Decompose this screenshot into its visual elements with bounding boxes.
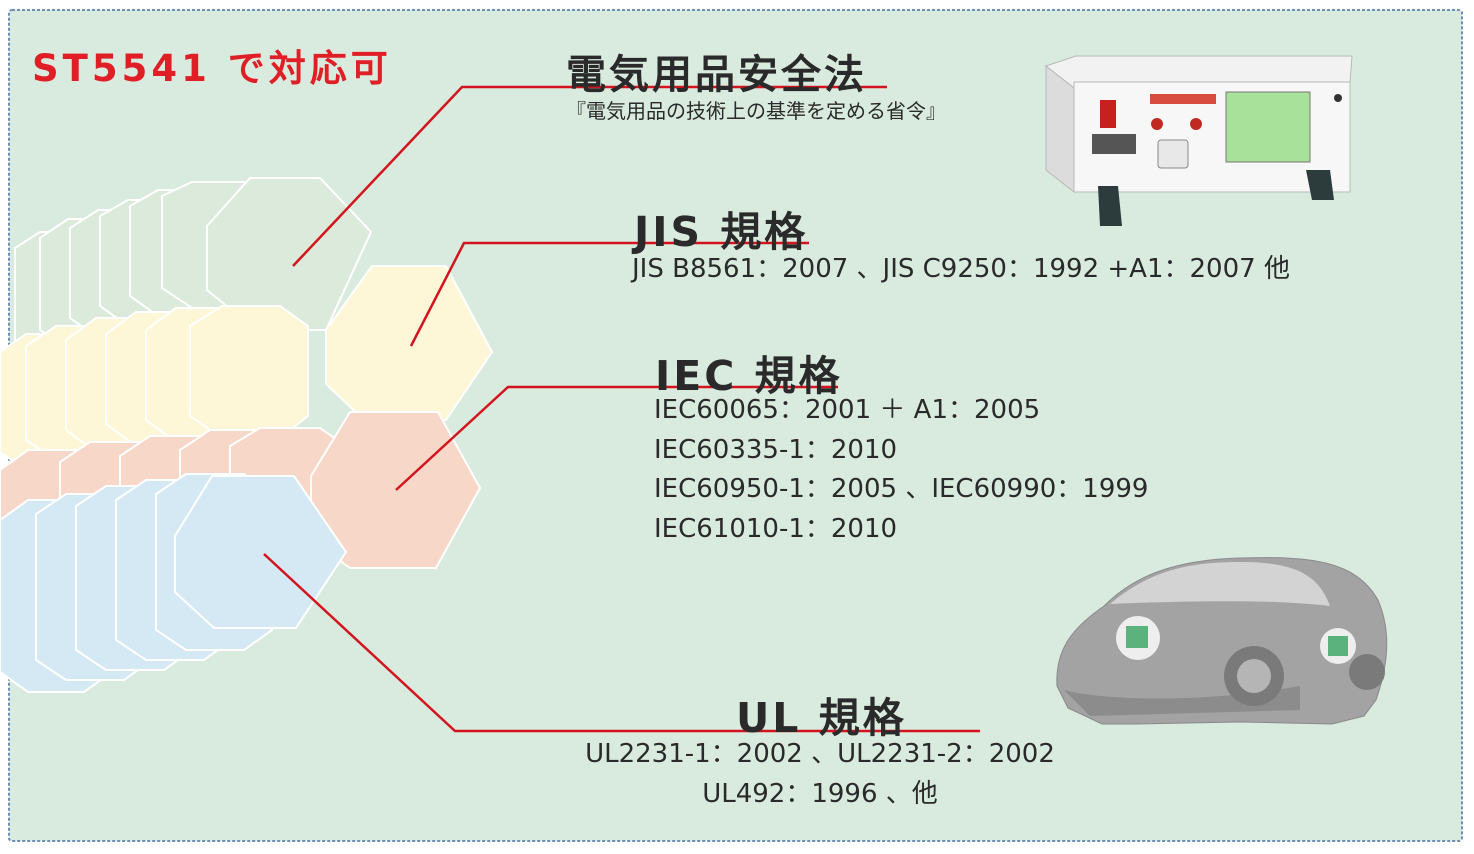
iec-line-1: IEC60065：2001 ＋ A1：2005 [654,395,1041,425]
leader-line-iec [395,385,838,491]
leader-line-ul [263,553,980,733]
ul-title: UL 規格 [736,694,907,742]
jis-title: JIS 規格 [634,208,809,256]
leader-line-pse [292,85,887,267]
hexagon-yellow [325,265,494,421]
iec-line-3: IEC60950-1：2005 、IEC60990：1999 [654,474,1149,504]
leader-line-jis [409,241,809,347]
iec-line-2: IEC60335-1：2010 [654,435,898,465]
badge-st5541: ST5541 で対応可 [32,47,392,90]
pse-subtitle: 『電気用品の技術上の基準を定める省令』 [566,99,946,123]
hexagon-green [206,177,373,331]
jis-line-1: JIS B8561：2007 、JIS C9250：1992 +A1：2007 … [632,254,1290,284]
ul-line-1: UL2231-1：2002 、UL2231-2：2002 [585,739,1055,769]
pse-title: 電気用品安全法 [566,52,867,98]
leader-lines [263,85,980,733]
iec-line-4: IEC61010-1：2010 [654,514,898,544]
tester-device-image [1044,55,1353,226]
ul-line-2: UL492：1996 、他 [702,779,938,809]
iec-title: IEC 規格 [655,352,843,400]
electric-car-image [1056,557,1388,725]
